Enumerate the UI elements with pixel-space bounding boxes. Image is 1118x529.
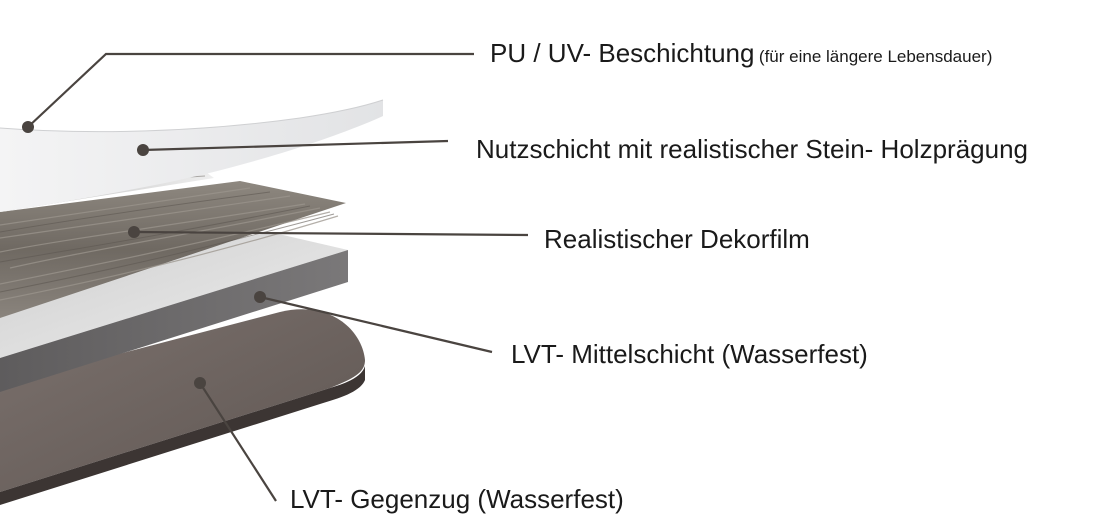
coating-layer — [0, 100, 383, 212]
dot-pu — [22, 121, 34, 133]
leader-lines — [27, 52, 529, 502]
label-pu-coating: PU / UV- Beschichtung (für eine längere … — [490, 38, 992, 69]
label-pu-main: PU / UV- Beschichtung — [490, 38, 755, 68]
leader-pu — [27, 52, 474, 128]
leader-dots — [22, 121, 266, 389]
core-layer-top — [0, 232, 348, 358]
backing-layer — [0, 309, 365, 492]
label-wear-layer: Nutzschicht mit realistischer Stein- Hol… — [476, 134, 1028, 164]
leader-mittel — [259, 295, 493, 354]
decor-grain — [0, 187, 339, 301]
leader-dekor — [133, 230, 529, 237]
dot-nutz — [137, 144, 149, 156]
label-core-layer: LVT- Mittelschicht (Wasserfest) — [511, 339, 868, 369]
leader-nutz — [142, 139, 449, 152]
dot-mittel — [254, 291, 266, 303]
leader-gegenzug — [199, 382, 277, 502]
label-backing-layer: LVT- Gegenzug (Wasserfest) — [290, 484, 624, 514]
label-pu-note: (für eine längere Lebensdauer) — [758, 47, 993, 66]
decor-layer — [0, 181, 346, 318]
label-decor-film: Realistischer Dekorfilm — [544, 224, 810, 254]
dot-gegenzug — [194, 377, 206, 389]
core-layer-side — [0, 250, 348, 392]
backing-layer-edge — [0, 366, 365, 505]
dot-dekor — [128, 226, 140, 238]
